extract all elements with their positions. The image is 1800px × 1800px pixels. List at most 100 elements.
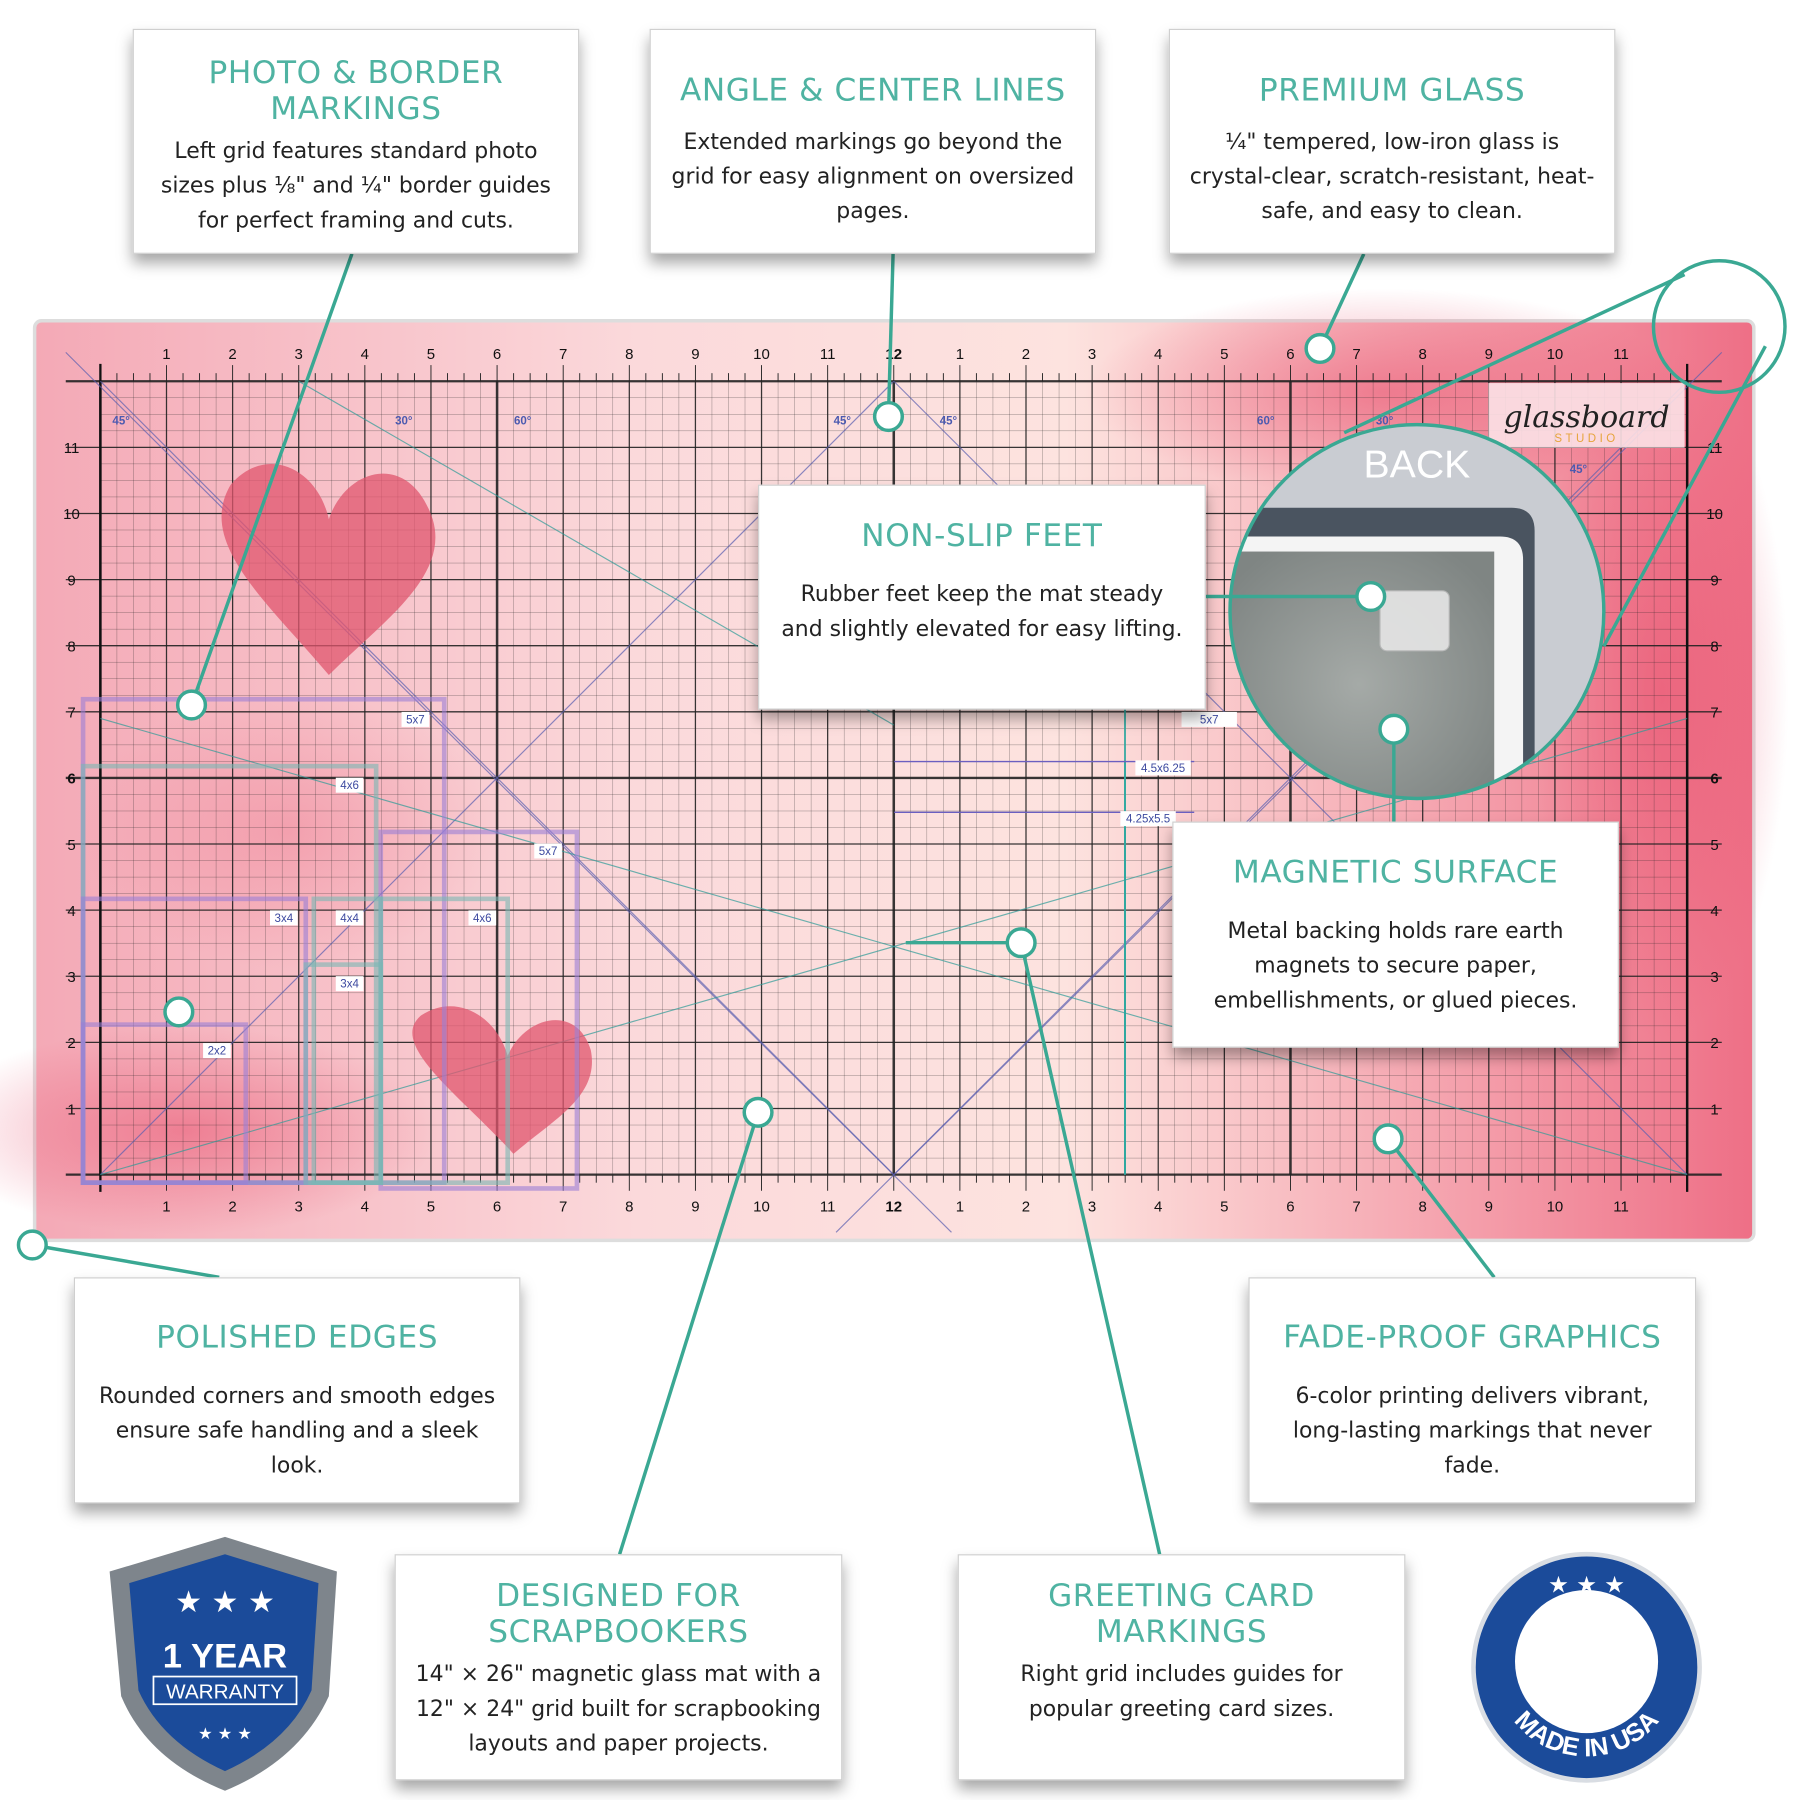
callout-body: Rubber feet keep the mat steady and slig… [781,581,1183,642]
ruler-label-bottom: 6 [493,1199,501,1216]
ruler-label-right: 6 [1710,771,1718,788]
callout-body: ¼" tempered, low-iron glass is crystal-c… [1189,129,1595,224]
warranty-years: 1 YEAR [163,1637,287,1675]
ruler-label-bottom: 9 [691,1199,699,1216]
ruler-label-top: 11 [1613,346,1629,363]
callout-fade-proof: FADE-PROOF GRAPHICS 6-color printing del… [1248,1277,1697,1504]
ruler-label-left: 5 [67,837,75,854]
photo-size-label: 2x2 [208,1046,227,1058]
callout-anchor-dot [16,1229,48,1261]
ruler-label-left: 10 [63,506,80,523]
callout-magnetic-surface: MAGNETIC SURFACE Metal backing holds rar… [1172,821,1619,1048]
angle-label: 60° [514,416,532,428]
ruler-label-bottom: 11 [820,1199,836,1216]
callout-anchor-dot [872,400,905,433]
ruler-label-top: 5 [427,346,435,363]
ruler-label-bottom: 10 [753,1199,770,1216]
back-label: BACK [1364,443,1471,487]
callout-anchor-dot [1005,927,1037,959]
angle-line [835,351,1723,1233]
ruler-label-bottom: 6 [1286,1199,1294,1216]
card-size-label: 4.5x6.25 [1141,763,1185,775]
ruler-label-right: 8 [1710,638,1718,655]
callout-anchor-dot [1355,580,1387,613]
ruler-label-bottom: 9 [1485,1199,1493,1216]
ruler-label-left: 3 [67,969,75,986]
photo-size-label: 4x6 [340,780,359,792]
ruler-label-bottom: 8 [1419,1199,1427,1216]
callout-title: NON-SLIP FEET [861,518,1103,554]
ruler-label-top: 6 [493,346,501,363]
callout-anchor-dot [1378,713,1410,745]
ruler-label-right: 5 [1710,837,1718,854]
ruler-label-top: 7 [1352,346,1360,363]
callout-body: Metal backing holds rare earth magnets t… [1213,918,1578,1014]
callout-body: Extended markings go beyond the grid for… [671,129,1075,224]
ruler-label-top: 10 [1547,346,1564,363]
ruler-label-top: 8 [1419,346,1427,363]
ruler-label-top: 1 [956,346,964,363]
star-icon: ★ ★ ★ [1548,1572,1625,1598]
card-size-label: 4.25x5.5 [1126,814,1170,826]
angle-label: 45° [940,416,958,428]
ruler-label-bottom: 1 [162,1199,170,1216]
photo-size-guide [80,1022,249,1185]
ruler-label-right: 3 [1710,969,1718,986]
callout-connectors [32,253,1496,1555]
star-icon: ★ ★ ★ [175,1585,275,1620]
callout-anchor-dot [163,996,195,1028]
callout-title: FADE-PROOF GRAPHICS [1283,1319,1662,1356]
ruler-label-bottom: 11 [1613,1199,1629,1216]
ruler-label-bottom: 4 [361,1199,369,1216]
heart-graphic [412,1006,592,1154]
ruler-label-right: 1 [1710,1101,1718,1118]
callout-title: MAGNETIC SURFACE [1232,854,1559,891]
callout-scrapbookers: DESIGNED FOR SCRAPBOOKERS 14" × 26" magn… [394,1554,843,1781]
ruler-label-left: 11 [64,440,80,457]
callout-title: PHOTO & BORDER MARKINGS [208,55,504,127]
angle-label: 45° [112,416,130,428]
ruler-label-right: 2 [1710,1035,1718,1052]
ruler-label-left: 8 [67,638,75,655]
ruler-label-right: 10 [1706,506,1723,523]
ruler-label-top: 2 [228,346,236,363]
ruler-label-bottom: 7 [1352,1199,1360,1216]
ruler-label-top: 7 [559,346,567,363]
ruler-label-top: 1 [162,346,170,363]
warranty-label: WARRANTY [166,1680,284,1703]
callout-photo-border: PHOTO & BORDER MARKINGS Left grid featur… [132,28,580,254]
photo-size-label: 5x7 [539,846,558,858]
photo-size-label: 4x4 [340,913,359,925]
angle-label: 30° [395,416,413,428]
photo-size-guide [303,962,384,1185]
ruler-label-right: 9 [1710,572,1718,589]
callout-body: 14" × 26" magnetic glass mat with a 12" … [415,1661,822,1757]
ruler-label-top: 11 [820,346,836,363]
angle-line [65,351,952,1233]
photo-size-label: 4x6 [473,913,492,925]
ruler-label-top: 3 [1088,346,1096,363]
ruler-label-top: 4 [1154,346,1162,363]
ruler-label-right: 7 [1710,705,1718,722]
ruler-label-bottom: 7 [559,1199,567,1216]
callout-body: Rounded corners and smooth edges ensure … [99,1383,496,1479]
ruler-label-bottom: 2 [1022,1199,1030,1216]
ruler-label-bottom: 4 [1154,1199,1162,1216]
ruler-label-left: 2 [67,1035,75,1052]
callout-body: 6-color printing delivers vibrant, long-… [1292,1383,1652,1479]
ruler-label-bottom: 2 [228,1199,236,1216]
ruler-label-right: 4 [1710,903,1718,920]
ruler-label-bottom: 10 [1547,1199,1564,1216]
ruler-label-top: 2 [1022,346,1030,363]
callout-greeting-card: GREETING CARD MARKINGS Right grid includ… [957,1554,1406,1781]
callout-premium-glass: PREMIUM GLASS ¼" tempered, low-iron glas… [1168,28,1616,254]
ruler-label-left: 6 [67,771,75,788]
ruler-label-bottom: 1 [956,1199,964,1216]
ruler-label-left: 1 [67,1101,75,1118]
heart-graphic [221,464,436,675]
callout-title: ANGLE & CENTER LINES [679,72,1066,109]
ruler-label-top: 5 [1220,346,1228,363]
ruler-label-top: 12 [885,346,902,363]
callout-anchor-dot [175,689,208,721]
